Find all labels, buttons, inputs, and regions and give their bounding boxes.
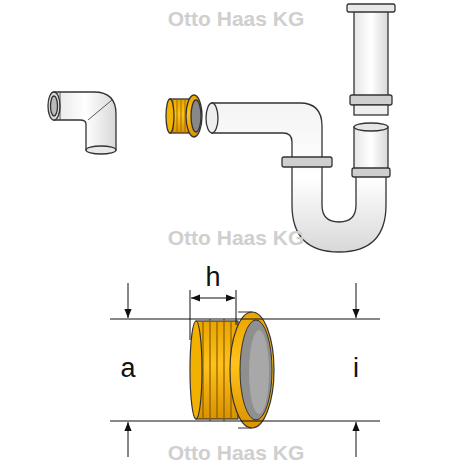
dimension-lines <box>110 283 380 457</box>
trap-assembly <box>48 4 395 252</box>
watermark: Otto Haas KG <box>168 227 305 248</box>
dimension-label: h <box>203 264 222 291</box>
rubber-sleeve <box>190 312 274 428</box>
watermark: Otto Haas KG <box>168 8 305 29</box>
dimension-label: i <box>351 355 361 382</box>
dimension-label: a <box>118 355 137 382</box>
watermark: Otto Haas KG <box>168 442 305 463</box>
